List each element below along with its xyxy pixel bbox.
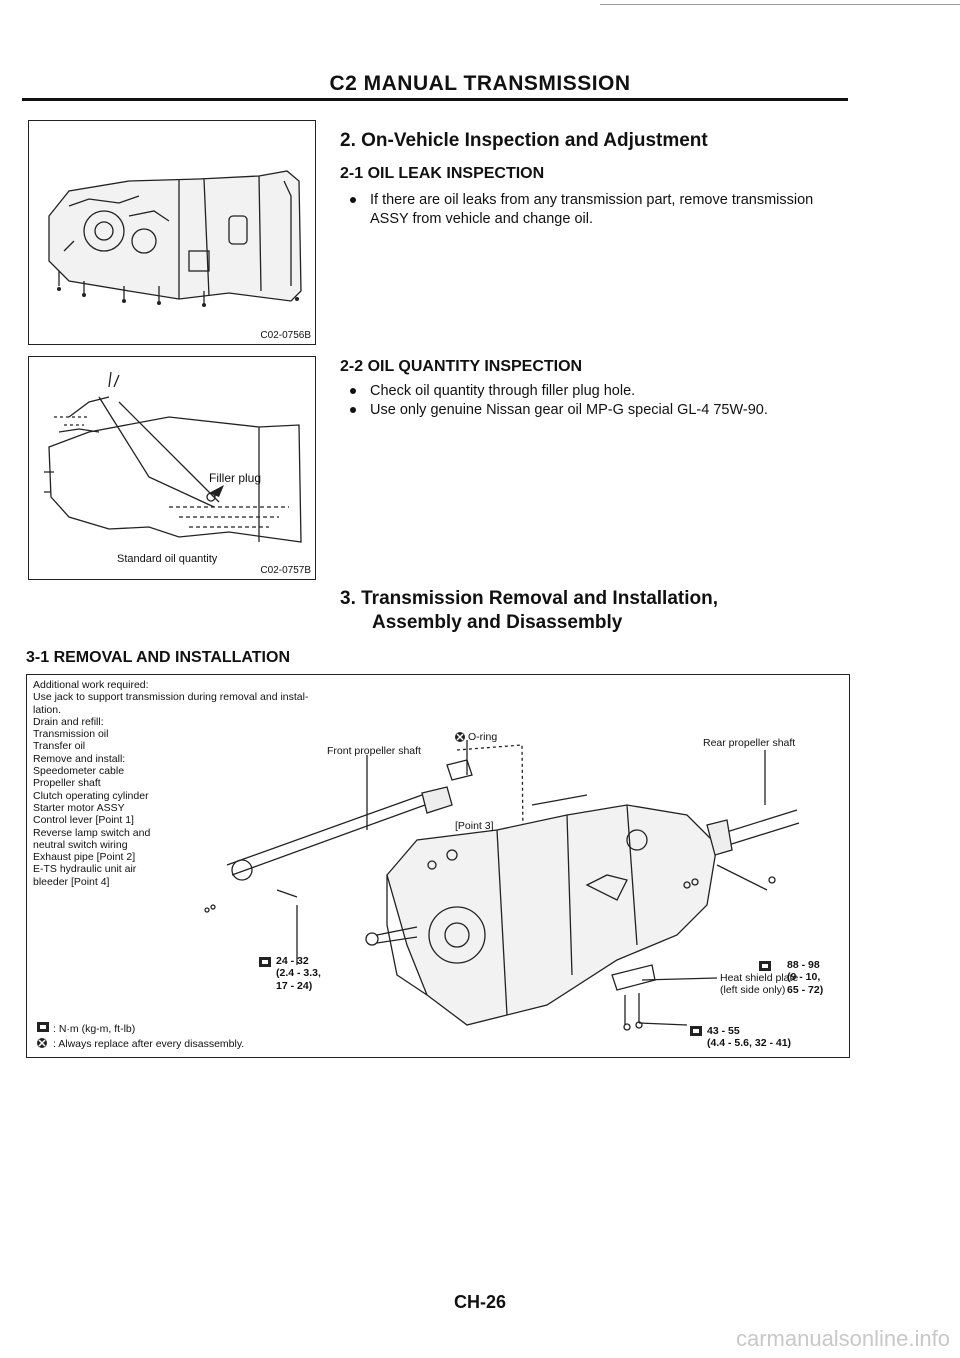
required-line: Starter motor ASSY [33, 801, 125, 814]
torque-spec-1: 24 - 32 (2.4 - 3.3, 17 - 24) [276, 955, 321, 992]
figure-filler-plug: Filler plug Standard oil quantity C02-07… [28, 356, 316, 580]
torque-spec-2: 88 - 98 (9 - 10, 65 - 72) [787, 959, 823, 996]
torque-value: 17 - 24) [276, 979, 313, 992]
torque-spec-3: 43 - 55 (4.4 - 5.6, 32 - 41) [707, 1025, 791, 1050]
bullet-icon [350, 407, 356, 413]
torque-value: 43 - 55 [707, 1025, 740, 1037]
torque-value: (9 - 10, [787, 971, 821, 984]
required-line: Additional work required: [33, 679, 149, 691]
torque-value: 65 - 72) [787, 983, 824, 996]
drivetrain-illustration [37, 732, 800, 1048]
legend-torque: : N·m (kg-m, ft-lb) [53, 1023, 136, 1035]
required-line: Reverse lamp switch and [33, 826, 151, 839]
oil-quantity-label: Standard oil quantity [117, 553, 218, 565]
required-line: lation. [33, 703, 62, 716]
torque-value: 24 - 32 [276, 955, 309, 967]
heat-shield-line: (left side only) [720, 984, 786, 997]
required-line: Clutch operating cylinder [33, 789, 149, 802]
page-title: C2 MANUAL TRANSMISSION [329, 72, 631, 95]
torque-value: (2.4 - 3.3, [276, 967, 321, 980]
bullet-icon [350, 388, 356, 394]
oring-label: O-ring [468, 731, 498, 743]
required-line: neutral switch wiring [33, 838, 128, 851]
required-line: Transmission oil [33, 728, 109, 741]
required-line: Propeller shaft [33, 777, 101, 790]
front-shaft-label: Front propeller shaft [327, 745, 421, 757]
rear-shaft-label: Rear propeller shaft [703, 737, 796, 749]
watermark: carmanualsonline.info [735, 1326, 950, 1351]
filler-plug-illustration [44, 371, 302, 543]
heat-shield-line: Heat shield plate [720, 972, 799, 984]
bullet-text: Use only genuine Nissan gear oil MP-G sp… [370, 402, 768, 418]
header-rule [22, 98, 848, 101]
bullet-text: If there are oil leaks from any transmis… [370, 192, 814, 227]
section-2-1-title: 2-1 OIL LEAK INSPECTION [340, 165, 545, 182]
torque-value: (4.4 - 5.6, 32 - 41) [707, 1037, 792, 1050]
heat-shield-label: Heat shield plate (left side only) [720, 972, 798, 997]
figure-code: C02-0757B [260, 565, 311, 576]
page-header: C2 MANUAL TRANSMISSION [0, 0, 960, 110]
required-work-list: Additional work required: Use jack to su… [33, 679, 393, 888]
filler-plug-label: Filler plug [209, 471, 262, 485]
required-line: Remove and install: [33, 752, 126, 765]
bullet-icon [350, 197, 356, 203]
transmission-illustration [48, 170, 302, 307]
torque-value: 88 - 98 [787, 959, 820, 971]
removal-installation-diagram: Additional work required: Use jack to su… [26, 674, 850, 1058]
torque-icon-group [37, 957, 771, 1036]
list-item: Use only genuine Nissan gear oil MP-G sp… [350, 401, 850, 420]
section-3-1-title: 3-1 REMOVAL AND INSTALLATION [26, 649, 290, 666]
required-line: Drain and refill: [33, 715, 104, 728]
required-line: Use jack to support transmission during … [33, 691, 309, 704]
required-line: Speedometer cable [33, 765, 125, 778]
legend-replace: : Always replace after every disassembly… [53, 1038, 245, 1050]
section-2-2-title: 2-2 OIL QUANTITY INSPECTION [340, 358, 583, 375]
page-number: CH-26 [453, 1292, 506, 1312]
figure-transmission: C02-0756B [28, 120, 316, 345]
point-3-label: [Point 3] [455, 820, 494, 832]
list-item: If there are oil leaks from any transmis… [350, 191, 850, 229]
required-line: E-TS hydraulic unit air [33, 863, 137, 876]
section-3-title-line2: Assembly and Disassembly [372, 612, 623, 633]
section-3-title-line1: 3. Transmission Removal and Installation… [340, 588, 718, 609]
section-2-title: 2. On-Vehicle Inspection and Adjustment [340, 130, 708, 151]
top-edge-rule [600, 4, 960, 5]
figure-code: C02-0756B [260, 330, 311, 341]
required-line: Exhaust pipe [Point 2] [33, 851, 136, 864]
required-line: Control lever [Point 1] [33, 814, 134, 827]
bullet-text: Check oil quantity through filler plug h… [370, 383, 636, 399]
required-line: Transfer oil [33, 740, 86, 753]
list-item: Check oil quantity through filler plug h… [350, 382, 850, 401]
required-line: bleeder [Point 4] [33, 875, 110, 888]
